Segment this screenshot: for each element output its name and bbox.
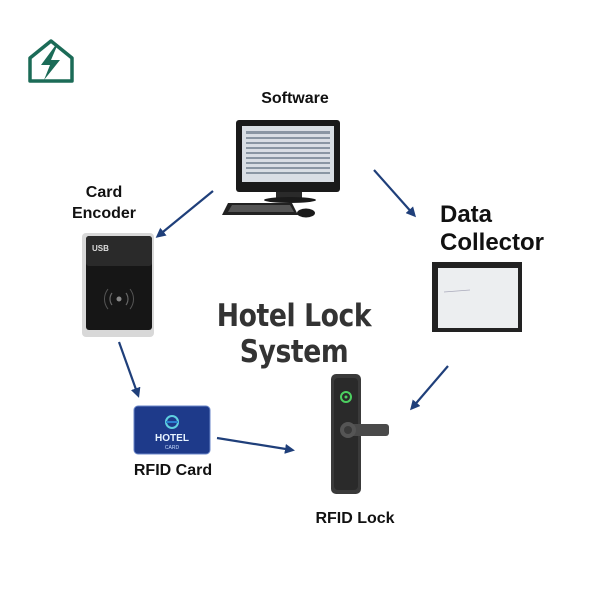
hotel-rfid-card-icon — [133, 405, 211, 455]
hotel-card-subtext: CARD — [165, 445, 180, 451]
arrow-card-to-lock — [216, 436, 295, 454]
hotel-card-text: HOTEL — [155, 433, 189, 444]
arrow-software-to-encoder — [155, 190, 214, 238]
desktop-computer-icon — [222, 120, 340, 218]
encoder-usb-text: USB — [92, 244, 109, 253]
house-bolt-logo-icon — [28, 39, 74, 83]
rfid-door-lock-icon — [331, 374, 389, 494]
white-card-icon — [432, 262, 522, 332]
arrow-collector-to-lock — [410, 365, 449, 411]
label-data-collector-line2: Collector — [440, 229, 545, 256]
arrow-software-to-collector — [373, 169, 416, 218]
label-rfid-card: RFID Card — [133, 462, 213, 479]
label-card-encoder-line2: Encoder — [71, 205, 136, 222]
label-card-encoder-line1: Card — [85, 184, 123, 201]
card-encoder-device-icon — [82, 233, 154, 337]
label-software: Software — [261, 90, 329, 107]
arrow-encoder-to-card — [117, 341, 141, 398]
label-rfid-lock: RFID Lock — [315, 510, 395, 527]
label-data-collector-line1: Data — [440, 201, 493, 228]
diagram-title: Hotel Lock System — [216, 298, 372, 370]
